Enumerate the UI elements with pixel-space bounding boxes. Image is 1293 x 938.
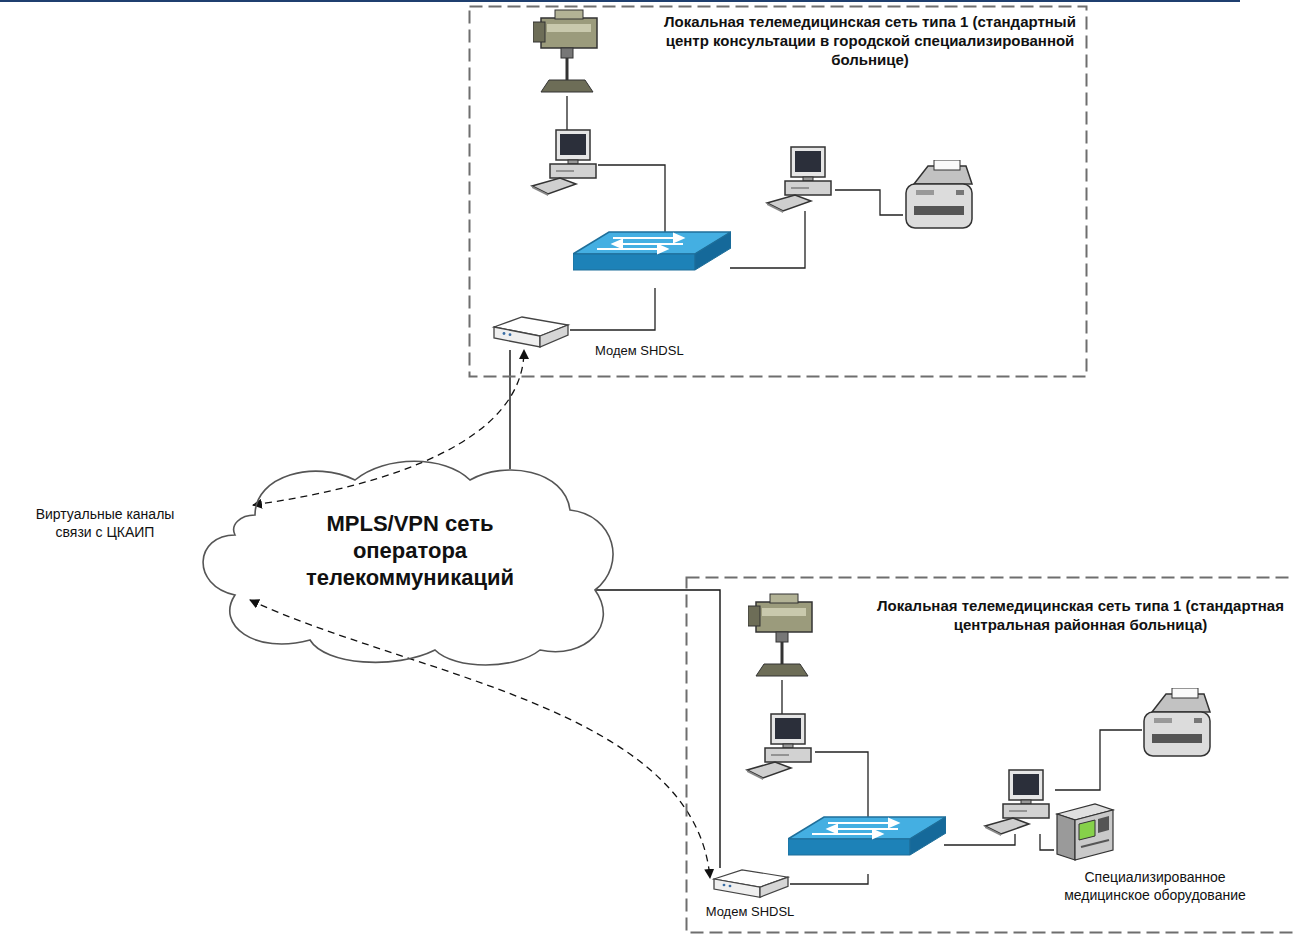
cloud-label: MPLS/VPN сеть оператора телекоммуникаций [295, 510, 525, 591]
region-title: Локальная телемедицинская сеть типа 1 (с… [660, 12, 1080, 69]
equipment-label: Специализированное медицинское оборудова… [1045, 868, 1265, 904]
network-cloud: MPLS/VPN сеть оператора телекоммуникаций [195, 455, 625, 665]
computer [767, 147, 831, 213]
equipment-icon [1053, 800, 1117, 862]
video-camera [533, 10, 597, 92]
channel-label: Виртуальные каналы связи с ЦКАИП [30, 505, 180, 541]
computer [532, 130, 596, 196]
virtual-channel-arrow [253, 350, 524, 505]
network-region: Локальная телемедицинская сеть типа 1 (с… [468, 5, 1088, 378]
computer [985, 770, 1049, 836]
network-switch [573, 232, 731, 270]
video-camera [748, 594, 812, 676]
computer [747, 714, 811, 780]
modem-icon [710, 868, 790, 900]
modem-label: Модем SHDSL [690, 904, 810, 920]
region-title: Локальная телемедицинская сеть типа 1 (с… [872, 596, 1289, 634]
printer [906, 160, 972, 228]
medical-equipment: Специализированное медицинское оборудова… [1045, 800, 1265, 908]
modem-label: Модем SHDSL [595, 343, 684, 359]
network-region: Локальная телемедицинская сеть типа 1 (с… [685, 576, 1293, 934]
shdsl-modem: Модем SHDSL [710, 868, 790, 900]
device-wires [567, 96, 1142, 884]
modem-icon [490, 315, 570, 350]
link-line [509, 350, 510, 469]
printer [1144, 688, 1210, 756]
header-rule [0, 0, 1240, 2]
network-switch [788, 817, 946, 855]
link-line [595, 590, 720, 868]
shdsl-modem: Модем SHDSL [490, 315, 570, 350]
virtual-channel-arrow [250, 600, 710, 878]
